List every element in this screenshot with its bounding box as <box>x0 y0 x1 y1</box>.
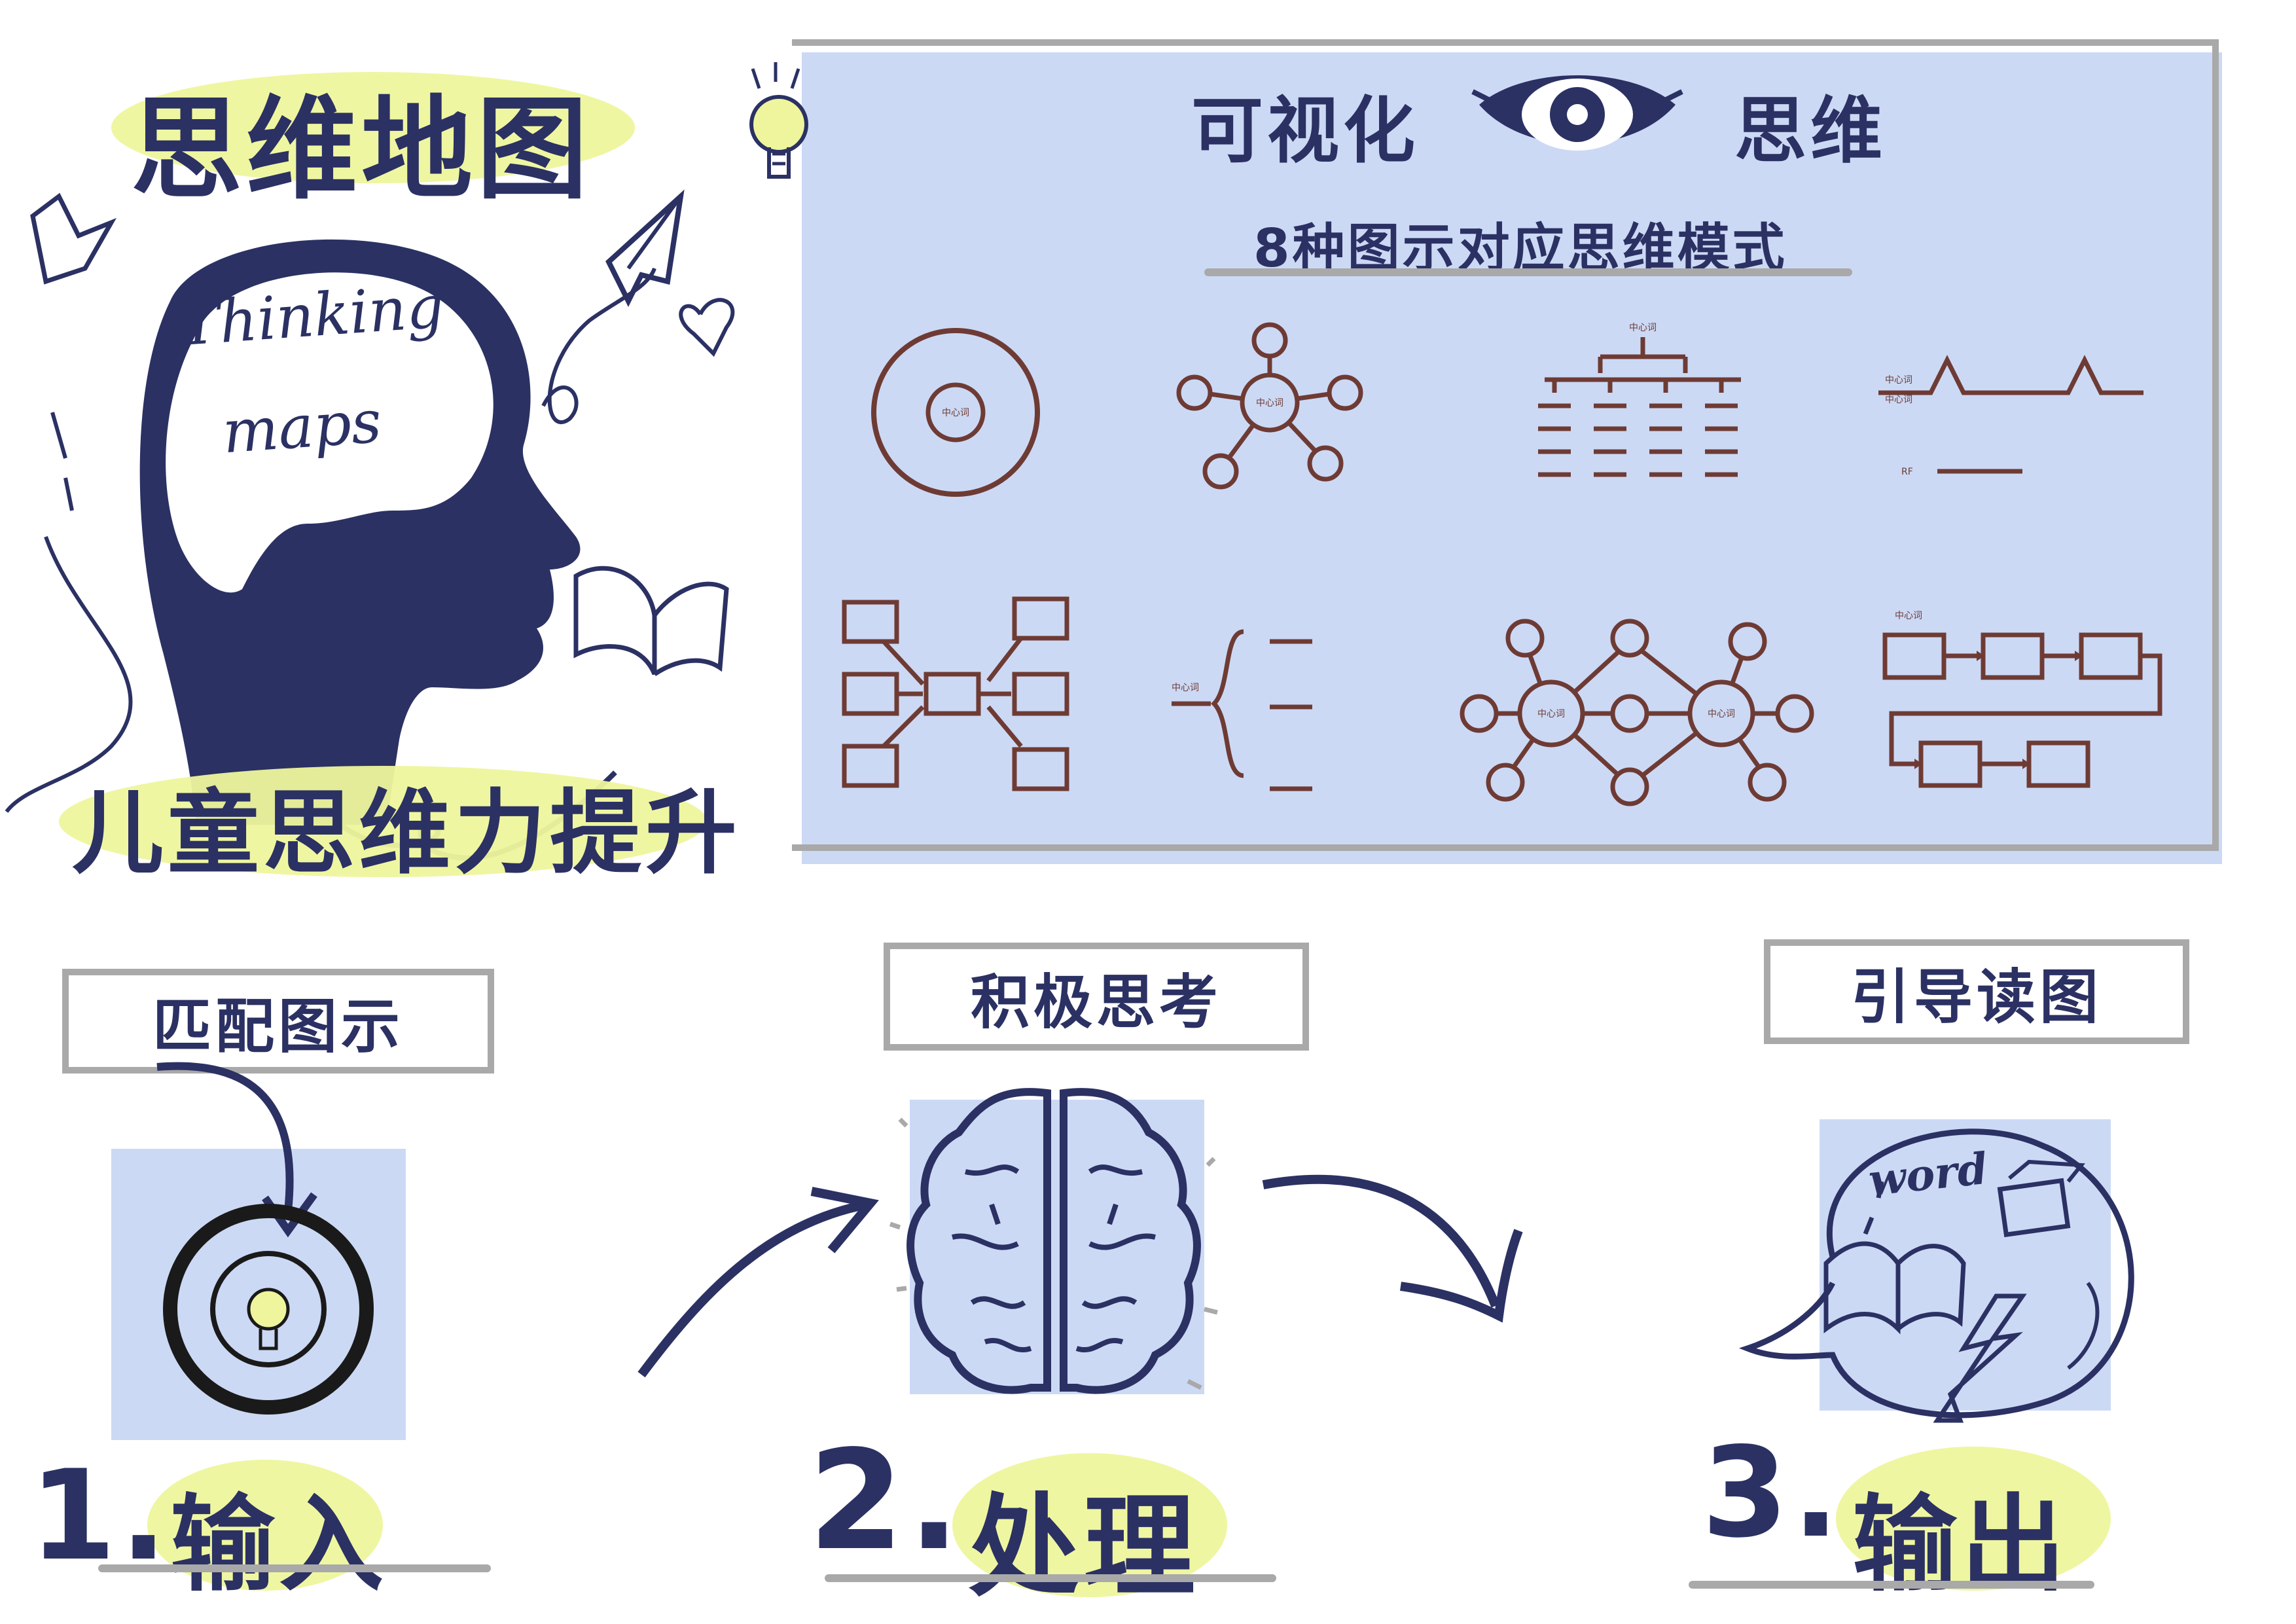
eye-icon <box>1471 75 1683 151</box>
step3-label: 引导读图 <box>1851 963 2102 1032</box>
step3-name: 输出 <box>1852 1483 2070 1606</box>
multi-flow-map-diagram <box>842 596 1069 791</box>
center-word-label: 中心词 <box>1885 375 1912 386</box>
center-word-label: 中心词 <box>1172 683 1199 693</box>
lightbulb-icon <box>749 62 808 179</box>
title-highlight <box>111 72 635 183</box>
center-word-label: 中心词 <box>1895 611 1922 621</box>
step3-name-highlight <box>1836 1447 2111 1591</box>
head-illustration <box>5 189 735 861</box>
arrow-right-down-icon <box>1262 1174 1523 1323</box>
center-word-label: 中心词 <box>1629 323 1657 333</box>
step2-number: 2. <box>808 1420 964 1581</box>
panel-heading-left: 可视化 <box>1191 89 1419 173</box>
subheading-underline <box>1204 268 1852 276</box>
step3-underline <box>1689 1581 2094 1589</box>
step2-image-box <box>910 1100 1204 1394</box>
center-word-label: 中心词 <box>942 408 969 418</box>
subtitle-left: 儿童思维力提升 <box>72 780 742 887</box>
thinking-maps-panel <box>802 52 2222 864</box>
speech-bubble-icon <box>1738 1128 2134 1423</box>
subtitle-highlight <box>59 766 707 877</box>
center-word-label: 中心词 <box>1885 395 1912 405</box>
step2-name-highlight <box>952 1453 1227 1597</box>
brace-map-diagram: 中心词 <box>1172 629 1312 791</box>
center-word-label: 中心词 <box>1708 709 1735 719</box>
brain-icon <box>889 1088 1218 1394</box>
step1-label-frame: 匹配图示 <box>62 969 494 1074</box>
center-word-label: 中心词 <box>1537 709 1565 719</box>
head-text-maps: maps <box>220 387 384 467</box>
step1-label: 匹配图示 <box>152 992 404 1061</box>
center-word-label: 中心词 <box>1256 398 1283 408</box>
panel-heading-right: 思维 <box>1734 89 1886 173</box>
page-title: 思维地图 <box>131 85 592 215</box>
bubble-map-diagram: 中心词 <box>1176 322 1363 490</box>
flow-map-diagram: 中心词 <box>1882 611 2162 788</box>
step2-name: 处理 <box>969 1483 1200 1612</box>
panel-frame-line <box>792 39 2219 851</box>
circle-map-diagram: 中心词 <box>871 328 1040 497</box>
step2-underline <box>825 1574 1276 1582</box>
bridge-map-diagram: 中心词 中心词 RF <box>1878 355 2144 477</box>
step2-label-frame: 积极思考 <box>884 943 1309 1051</box>
step1-number: 1. <box>29 1443 171 1588</box>
rf-label: RF <box>1901 467 1913 477</box>
step2-label: 积极思考 <box>971 967 1222 1037</box>
step3-number: 3. <box>1702 1420 1844 1565</box>
step1-name: 输入 <box>170 1483 388 1606</box>
arrow-right-up-icon <box>637 1187 879 1378</box>
tree-map-diagram: 中心词 <box>1538 323 1741 477</box>
step3-label-frame: 引导读图 <box>1764 939 2189 1044</box>
target-bulb-icon <box>156 1062 374 1415</box>
double-bubble-map-diagram: 中心词 中心词 <box>1460 619 1814 806</box>
step1-underline <box>98 1564 491 1572</box>
